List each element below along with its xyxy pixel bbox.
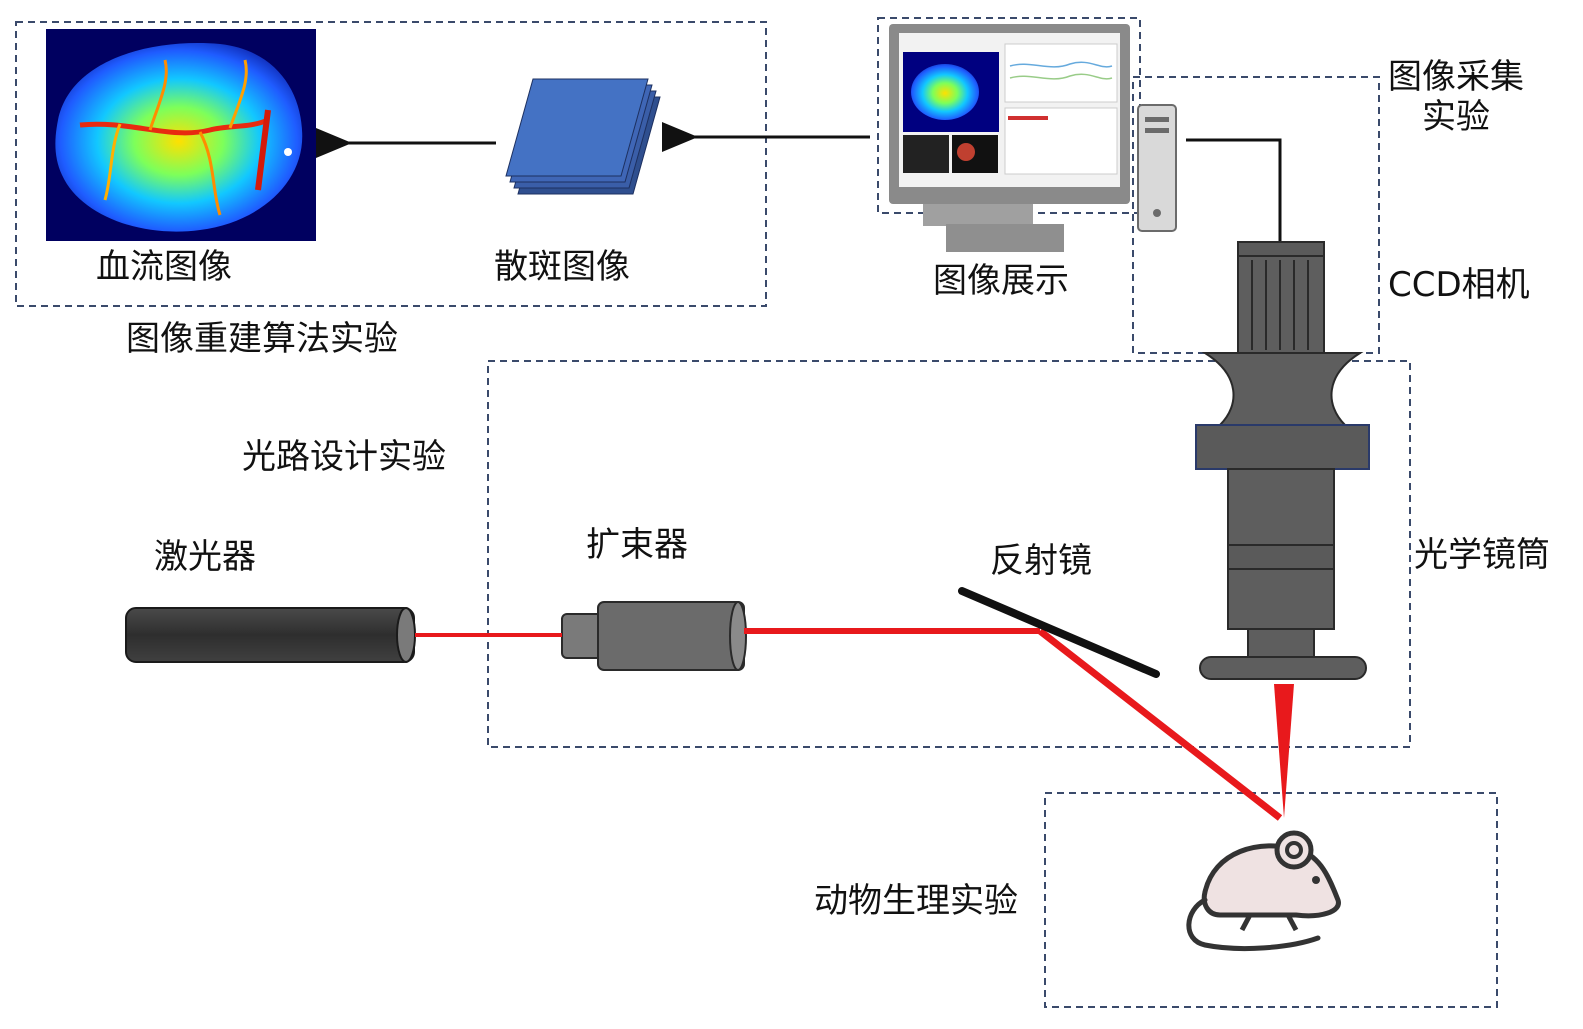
laser-icon [125, 607, 416, 663]
label-acquisition-line1: 图像采集 [1388, 57, 1524, 97]
label-acquisition-line2: 实验 [1422, 97, 1490, 137]
label-reconstruction-experiment: 图像重建算法实验 [126, 319, 398, 359]
label-ccd-camera: CCD相机 [1388, 265, 1530, 305]
label-optical-path-experiment: 光路设计实验 [242, 437, 446, 477]
mouse-icon [1186, 830, 1341, 952]
animal-box [1044, 792, 1498, 1008]
blood-flow-image [46, 29, 316, 241]
computer-icon [889, 24, 1130, 252]
reconstruction-box [15, 21, 767, 307]
label-speckle-image: 散斑图像 [494, 247, 630, 287]
acquisition-box [1132, 76, 1380, 354]
label-beam-expander: 扩束器 [586, 525, 688, 565]
pc-tower-icon [1137, 104, 1177, 232]
label-image-display: 图像展示 [933, 261, 1069, 301]
label-mirror: 反射镜 [990, 541, 1092, 581]
ccd-camera-icon [1237, 241, 1325, 354]
optical-tube-icon [1195, 352, 1370, 680]
mirror-icon [958, 587, 1160, 678]
label-blood-flow-image: 血流图像 [96, 247, 232, 287]
label-animal-experiment: 动物生理实验 [814, 881, 1018, 921]
focused-beam [1274, 684, 1294, 818]
camera-cable [1186, 138, 1282, 242]
optical-path-box [487, 360, 1411, 748]
label-laser: 激光器 [154, 537, 256, 577]
laser-beam [415, 628, 1283, 821]
beam-expander-icon [561, 601, 747, 671]
image-stack-icon [505, 78, 661, 195]
label-optical-tube: 光学镜筒 [1414, 535, 1550, 575]
